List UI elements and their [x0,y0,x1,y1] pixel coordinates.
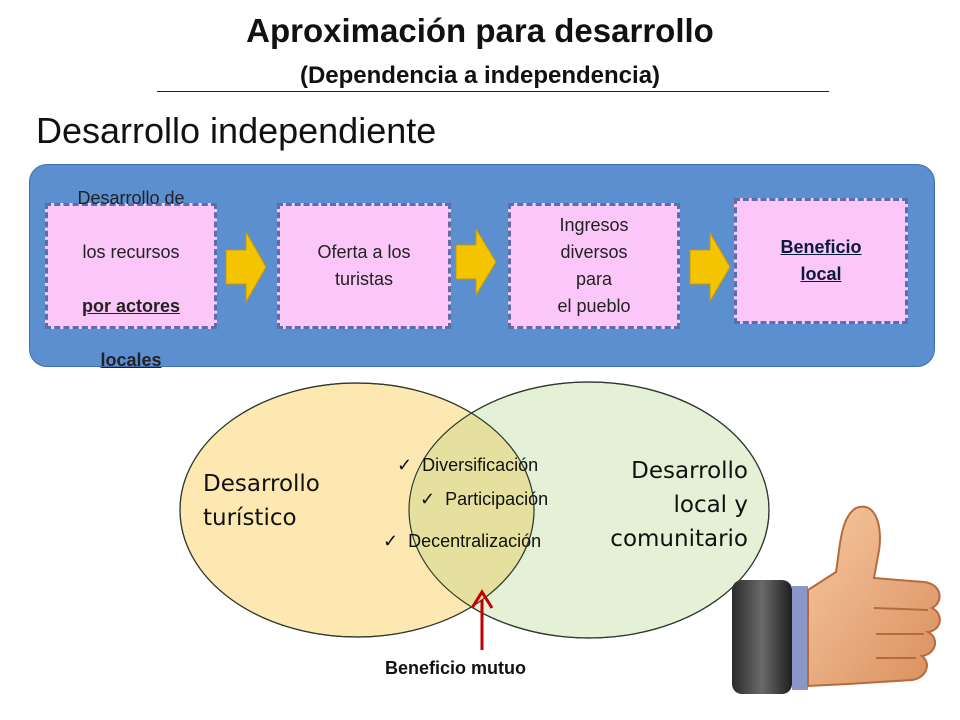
checklist-item-label: Diversificación [422,455,539,475]
arrow-right-icon [225,230,267,304]
venn-right-label: Desarrollo local y comunitario [610,458,748,552]
checklist-item: ✓ Diversificación [397,455,538,476]
page-title: Aproximación para desarrollo [246,12,714,49]
flow-step-1-text: Desarrollo de los recursos por actores l… [77,158,184,374]
flow-step-3: Ingresos diversos para el pueblo [508,203,680,329]
check-icon: ✓ [397,455,413,475]
flow-step-1: Desarrollo de los recursos por actores l… [45,188,217,370]
flow-step-1-line1: Desarrollo de [77,188,185,208]
check-icon: ✓ [420,489,436,509]
checklist-item-label: Decentralización [408,531,542,551]
flow-step-1-line3: por actores [81,296,181,316]
flow-step-1-line2: los recursos [82,242,180,262]
flow-step-4: Beneficio local [734,198,908,324]
venn-left-label: Desarrollo turístico [203,471,320,531]
page-subtitle: (Dependencia a independencia) [299,62,661,89]
mutual-benefit-arrow [470,589,494,650]
checklist-item: ✓ Decentralización [383,531,541,552]
check-icon: ✓ [383,531,399,551]
thumbs-up-icon [732,505,941,694]
flow-step-2: Oferta a los turistas [277,203,451,329]
flow-step-3-text: Ingresos diversos para el pueblo [557,215,631,316]
flow-step-4-text: Beneficio local [780,237,862,284]
checklist-item-label: Participación [445,489,549,509]
flow-step-1-line4: locales [100,350,162,370]
checklist-item: ✓ Participación [420,489,548,510]
arrow-right-icon [455,227,497,297]
section-heading: Desarrollo independiente [36,110,437,151]
venn-overlap [409,383,534,637]
mutual-benefit-label: Beneficio mutuo [385,658,527,678]
title-divider [157,91,829,92]
flow-step-2-text: Oferta a los turistas [317,242,411,289]
arrow-right-icon [689,231,731,303]
